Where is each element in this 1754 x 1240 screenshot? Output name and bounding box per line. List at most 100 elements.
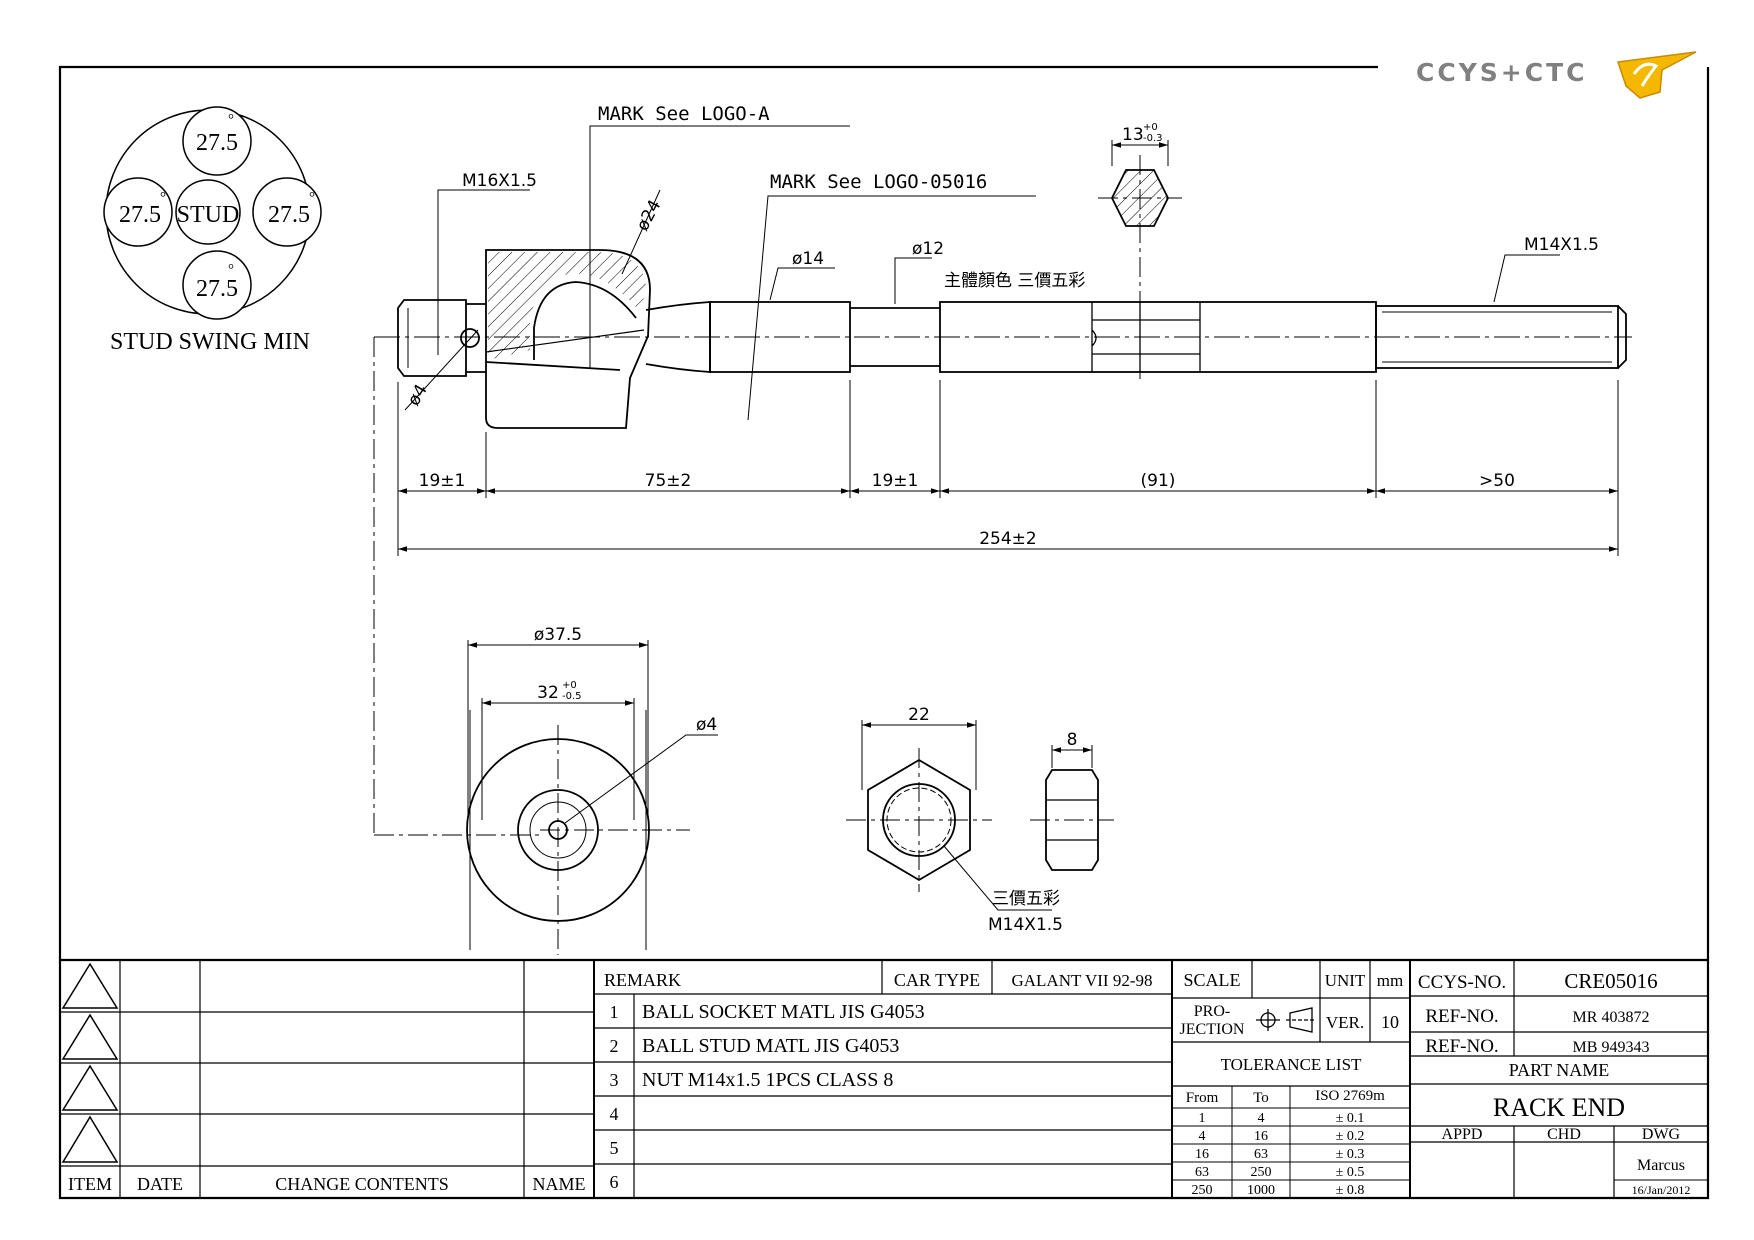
tol-from: 16	[1195, 1147, 1209, 1162]
ref-no-label: REF-NO.	[1425, 1036, 1498, 1057]
main-dimension-values: 19±1 75±2 19±1 (91) >50 254±2	[419, 471, 1515, 549]
tol-header-to: To	[1253, 1090, 1269, 1106]
tol-value: ± 0.2	[1336, 1129, 1365, 1144]
swing-stud-label: STUD	[177, 202, 240, 228]
nut-finish-note: 三價五彩	[992, 889, 1060, 909]
socket-view-labels: ø37.5 32 +0 -0.5 ø4	[534, 625, 717, 735]
thread-left-label: M16X1.5	[462, 171, 537, 191]
nut-front-view	[846, 720, 1052, 911]
right-thread-shaft	[1375, 305, 1619, 369]
ver-label: VER.	[1326, 1013, 1364, 1032]
degree-mark: °	[309, 190, 315, 206]
hex-end-view: 13 +0 -0.3	[1098, 122, 1182, 380]
revision-table: ITEM DATE CHANGE CONTENTS NAME	[68, 1174, 586, 1194]
socket-end-view	[466, 640, 718, 955]
dwg-name: Marcus	[1637, 1157, 1685, 1174]
tol-to: 63	[1254, 1147, 1268, 1162]
tol-value: ± 0.1	[1336, 1111, 1365, 1126]
swing-angle-bottom: 27.5	[196, 276, 238, 302]
dim-75: 75±2	[645, 471, 692, 491]
revision-triangle-icon	[61, 1115, 119, 1163]
nut-thickness-label: 8	[1067, 730, 1078, 750]
car-type-value: GALANT VII 92-98	[1011, 971, 1152, 990]
tol-from: 4	[1199, 1129, 1206, 1144]
tol-value: ± 0.3	[1336, 1147, 1365, 1162]
col-change-contents: CHANGE CONTENTS	[275, 1174, 449, 1194]
swing-circle-left	[103, 177, 173, 247]
wrench-flats	[1091, 302, 1201, 372]
dim-19-left: 19±1	[419, 471, 466, 491]
ref-no-label: REF-NO.	[1425, 1006, 1498, 1027]
tol-to: 16	[1254, 1129, 1268, 1144]
remark-row-num: 2	[610, 1036, 619, 1056]
dim-19-mid: 19±1	[872, 471, 919, 491]
swing-circle-bottom	[182, 250, 252, 320]
ccys-no-label: CCYS-NO.	[1418, 972, 1506, 993]
hex-tol-upper: +0	[1143, 122, 1158, 133]
company-logo: CCYS+CTC	[1416, 51, 1697, 99]
socket-dia-4-label: ø4	[696, 715, 717, 735]
remark-row-num: 3	[610, 1070, 619, 1090]
dim-91: (91)	[1141, 471, 1176, 491]
degree-mark: °	[228, 262, 234, 278]
car-type-label: CAR TYPE	[894, 970, 980, 990]
projection-label-2: JECTION	[1180, 1021, 1245, 1038]
degree-mark: °	[228, 112, 234, 128]
tol-value: ± 0.8	[1336, 1183, 1365, 1198]
tol-to: 1000	[1247, 1183, 1275, 1198]
hex-tol-lower: -0.3	[1143, 133, 1163, 144]
swing-circle-right	[252, 177, 322, 247]
revision-triangle-icon	[61, 1064, 119, 1111]
tol-to: 4	[1258, 1111, 1265, 1126]
tol-from: 1	[1199, 1111, 1206, 1126]
dim-32-tol-lower: -0.5	[562, 691, 582, 702]
remark-table: REMARK CAR TYPE GALANT VII 92-98 1 BALL …	[604, 970, 1153, 1192]
part-name: RACK END	[1493, 1093, 1625, 1122]
remark-row-text: BALL STUD MATL JIS G4053	[642, 1035, 899, 1057]
main-view-dimensions	[397, 380, 1619, 556]
dim-32-label: 32	[537, 683, 559, 703]
remark-header: REMARK	[604, 970, 681, 990]
dwg-date: 16/Jan/2012	[1632, 1183, 1691, 1197]
revision-triangle-icon	[61, 1013, 119, 1060]
col-name: NAME	[533, 1174, 586, 1194]
body-color-note: 主體顏色 三價五彩	[944, 271, 1085, 291]
col-item: ITEM	[68, 1174, 112, 1194]
remark-row-num: 5	[610, 1138, 619, 1158]
tol-header-from: From	[1186, 1090, 1219, 1106]
ball-socket-body	[485, 249, 651, 429]
nut-view-labels: 22 8 三價五彩 M14X1.5	[908, 705, 1077, 935]
part-name-label: PART NAME	[1509, 1060, 1609, 1080]
swing-caption: STUD SWING MIN	[110, 329, 310, 355]
nut-width-label: 22	[908, 705, 930, 725]
chd-label: CHD	[1547, 1126, 1581, 1143]
scale-label: SCALE	[1183, 970, 1240, 990]
unit-value: mm	[1377, 971, 1403, 990]
logo-text: CCYS+CTC	[1416, 58, 1588, 87]
revision-triangle-icon	[61, 962, 119, 1009]
projection-symbol-icon	[1256, 1007, 1316, 1033]
main-view-annotations	[373, 125, 1560, 836]
remark-row-num: 1	[610, 1002, 619, 1022]
dim-overall: 254±2	[979, 529, 1037, 549]
nut-thread-label: M14X1.5	[988, 915, 1063, 935]
mark-logo-05016-label: MARK See LOGO-05016	[770, 171, 987, 193]
appd-label: APPD	[1442, 1126, 1483, 1143]
dia-14-label: ø14	[792, 249, 824, 269]
ver-value: 10	[1381, 1012, 1399, 1032]
swing-angle-right: 27.5	[268, 202, 310, 228]
tol-header-iso: ISO 2769m	[1315, 1088, 1385, 1104]
unit-label: UNIT	[1325, 971, 1366, 990]
socket-section-hatch	[488, 252, 646, 360]
ref-no-value: MB 949343	[1573, 1039, 1650, 1056]
dia-12-label: ø12	[912, 239, 944, 259]
rack-end-side-view	[374, 249, 1632, 429]
swing-angle-left: 27.5	[119, 202, 161, 228]
left-thread-stud	[397, 299, 467, 377]
dwg-label: DWG	[1642, 1126, 1681, 1143]
dia-24-label: ø24	[633, 197, 666, 235]
swing-circle-center	[175, 179, 241, 245]
sheet-border	[58, 65, 1710, 1200]
bottom-table-grid	[60, 958, 1708, 1198]
